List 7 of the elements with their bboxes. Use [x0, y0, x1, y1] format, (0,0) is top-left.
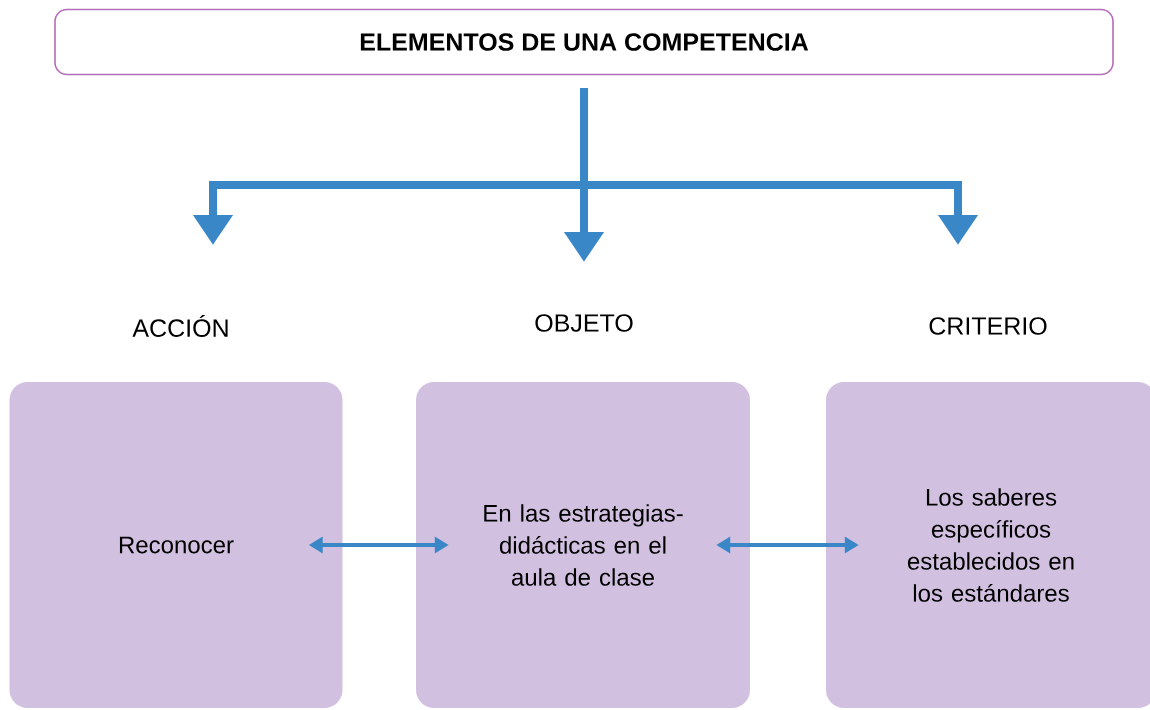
- heading: ACCIÓN: [132, 315, 228, 337]
- heading: CRITERIO: [929, 317, 1047, 335]
- title-box: ELEMENTOS DE UNA COMPETENCIA: [54, 8, 1114, 76]
- content-box: En las estrategias-didácticas en el aula de clase: [416, 382, 750, 708]
- content-box: Reconocer: [9, 382, 343, 708]
- content-box: Los saberes específicos establecidos en los estándares: [826, 382, 1150, 708]
- heading: OBJETO: [535, 314, 633, 332]
